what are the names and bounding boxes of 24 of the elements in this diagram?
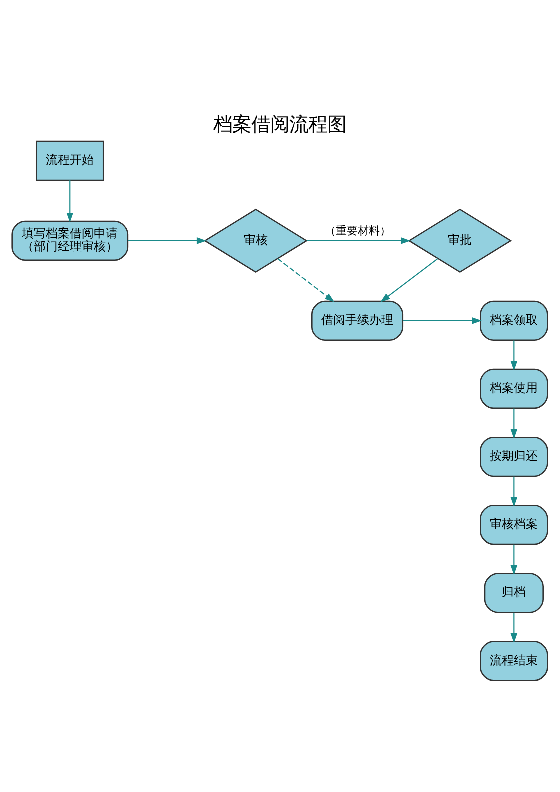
arrow: [278, 258, 335, 302]
node-box: 借阅手续办理: [312, 300, 404, 341]
arrow: [306, 238, 411, 244]
edge-label: （重要材料）: [325, 224, 392, 238]
diagram-title: 档案借阅流程图: [214, 113, 346, 136]
arrow: [510, 408, 518, 440]
arrow: [510, 612, 518, 644]
arrow: [510, 544, 518, 576]
arrow: [66, 180, 74, 223]
node-diamond: 审核: [204, 208, 308, 274]
arrow: [510, 340, 518, 371]
node-box: 流程开始: [36, 140, 104, 182]
arrow: [380, 258, 438, 302]
node-box: 按期归还: [480, 436, 548, 478]
node-box: 流程结束: [480, 641, 548, 682]
node-box: 审核档案: [480, 505, 548, 546]
node-box: 填写档案借阅申请 （部门经理审核）: [12, 220, 129, 262]
node-box: 档案使用: [480, 368, 548, 410]
arrow: [510, 476, 518, 508]
node-box: 归档: [484, 573, 544, 614]
arrow: [403, 318, 482, 324]
arrow: [128, 238, 207, 244]
node-diamond: 审批: [408, 208, 512, 274]
node-box: 档案领取: [480, 300, 548, 341]
